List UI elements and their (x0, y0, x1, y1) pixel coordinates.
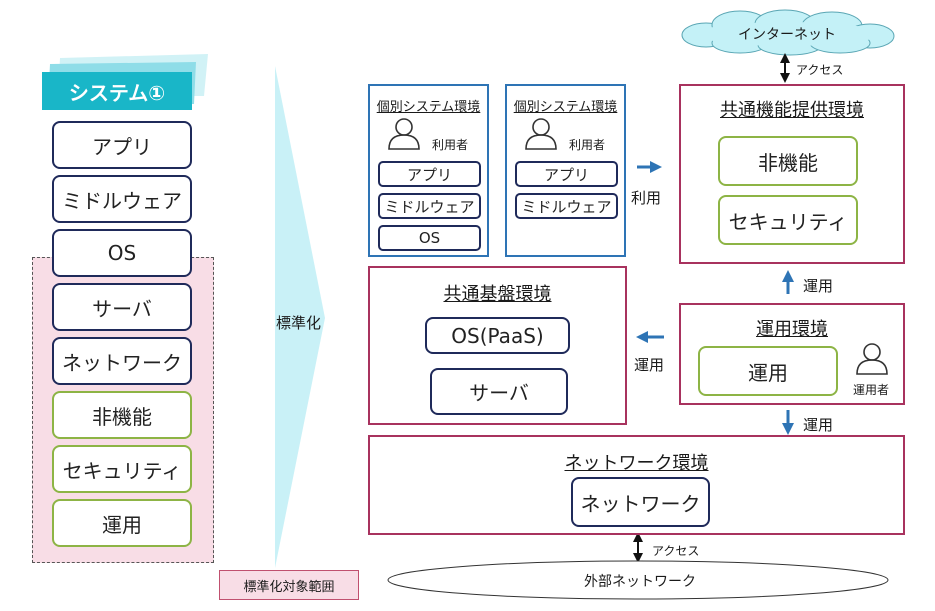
standardization-label: 標準化 (276, 314, 322, 332)
individual-env-1-app: アプリ (378, 161, 481, 187)
external-network-ellipse (387, 560, 889, 600)
individual-env-2-user-label: 利用者 (569, 138, 606, 152)
individual-env-1-middleware: ミドルウェア (378, 193, 481, 219)
individual-env-1-title: 個別システム環境 (376, 100, 481, 115)
individual-env-2: 個別システム環境 利用者 アプリ ミドルウェア (505, 84, 626, 257)
operation-up-label: 運用 (803, 277, 834, 295)
operation-down-label: 運用 (803, 416, 834, 434)
common-platform-env-title: 共通基盤環境 (443, 284, 552, 305)
common-function-nonfunctional: 非機能 (718, 136, 858, 186)
common-function-env: 共通機能提供環境 非機能 セキュリティ (679, 84, 905, 264)
scope-legend: 標準化対象範囲 (219, 570, 359, 600)
individual-env-1-os: OS (378, 225, 481, 251)
common-function-env-title: 共通機能提供環境 (720, 100, 864, 121)
system-layer-app: アプリ (52, 121, 192, 169)
operation-env: 運用環境 運用 運用者 (679, 303, 905, 405)
system-layer-operation: 運用 (52, 499, 192, 547)
use-label: 利用 (631, 189, 662, 207)
individual-env-1-user-label: 利用者 (432, 138, 469, 152)
network-env-network: ネットワーク (571, 477, 710, 527)
system-layer-network: ネットワーク (52, 337, 192, 385)
system-layer-os: OS (52, 229, 192, 277)
standardization-chevron (275, 66, 325, 568)
external-access-label: アクセス (652, 544, 700, 558)
operation-env-title: 運用環境 (756, 319, 828, 340)
system-title: システム① (68, 80, 166, 105)
system-layer-security: セキュリティ (52, 445, 192, 493)
user-icon (525, 118, 557, 150)
individual-env-1: 個別システム環境 利用者 アプリ ミドルウェア OS (368, 84, 489, 257)
system-title-banner: システム① (42, 72, 192, 110)
external-network-label: 外部ネットワーク (584, 574, 696, 590)
system-layer-server: サーバ (52, 283, 192, 331)
common-function-security: セキュリティ (718, 195, 858, 245)
system-layer-middleware: ミドルウェア (52, 175, 192, 223)
operation-env-operation: 運用 (698, 346, 838, 396)
internet-access-label: アクセス (796, 63, 844, 77)
common-platform-server: サーバ (430, 368, 568, 415)
operator-icon (856, 343, 888, 375)
internet-label: インターネット (738, 27, 836, 43)
individual-env-2-app: アプリ (515, 161, 618, 187)
network-env-title: ネットワーク環境 (564, 453, 709, 474)
system-layer-nonfunctional: 非機能 (52, 391, 192, 439)
common-platform-os-paas: OS(PaaS) (425, 317, 570, 354)
user-icon (388, 118, 420, 150)
operation-left-label: 運用 (634, 356, 665, 374)
individual-env-2-middleware: ミドルウェア (515, 193, 618, 219)
individual-env-2-title: 個別システム環境 (513, 100, 618, 115)
common-platform-env: 共通基盤環境 OS(PaaS) サーバ (368, 266, 627, 425)
operator-label: 運用者 (853, 383, 890, 397)
network-env: ネットワーク環境 ネットワーク (368, 435, 905, 535)
